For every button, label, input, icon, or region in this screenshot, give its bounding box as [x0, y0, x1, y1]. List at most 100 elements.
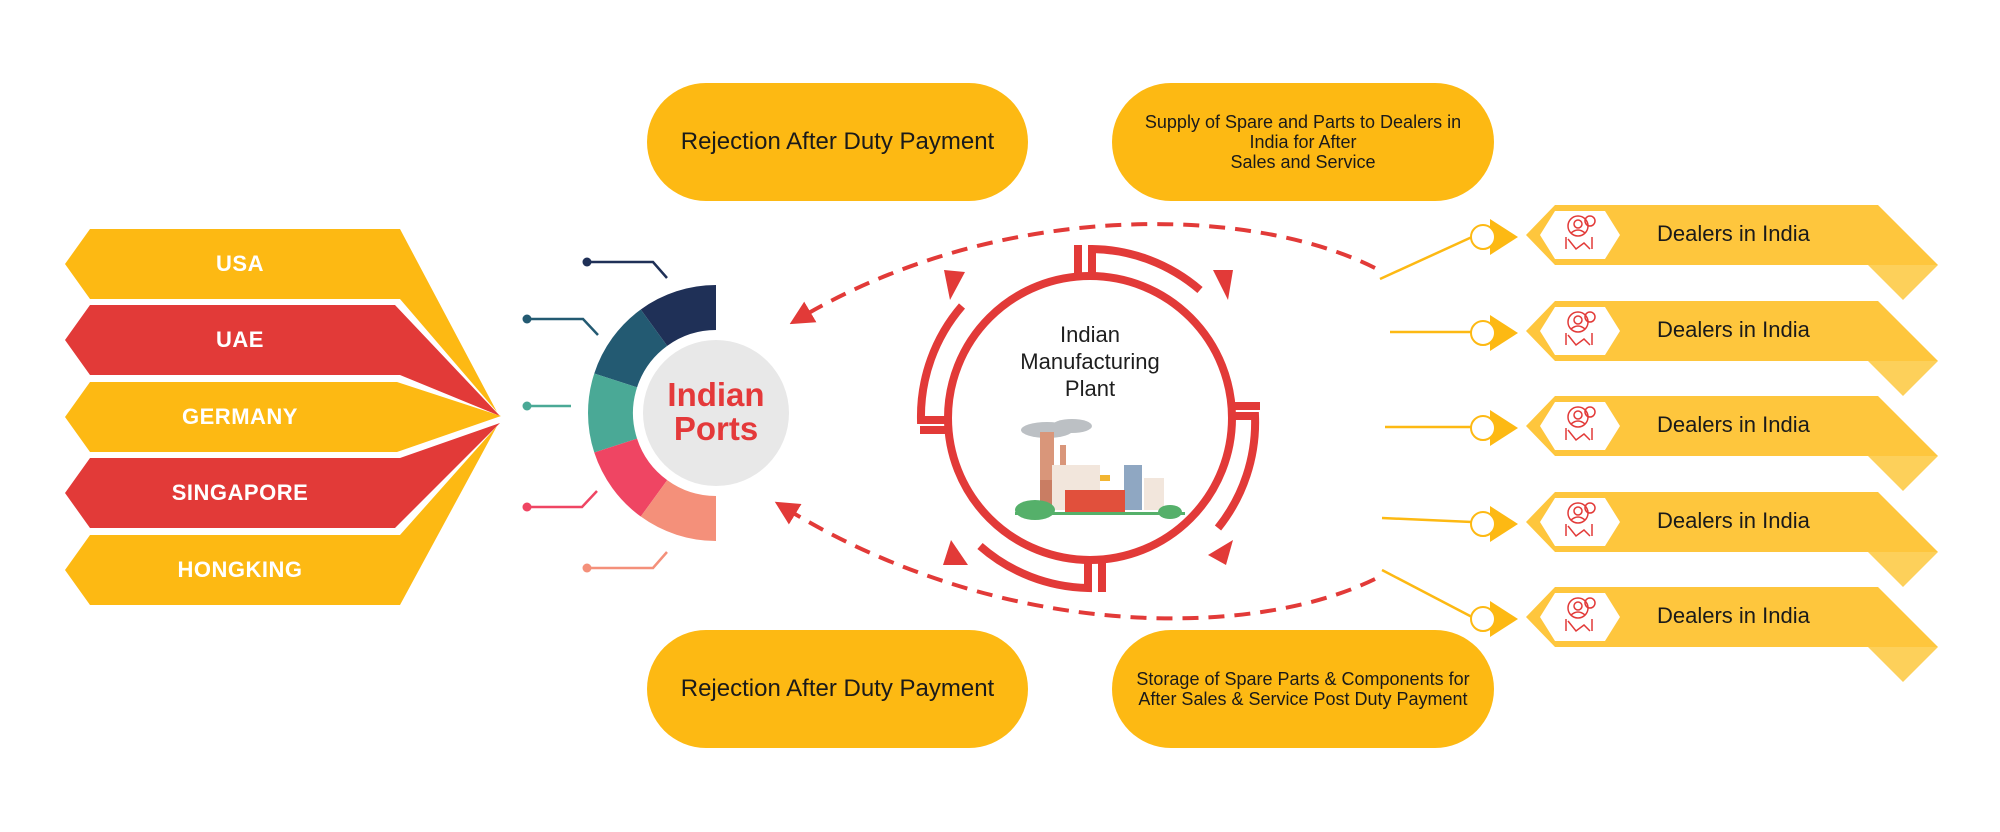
dealer-connector-arrow-icon: [1490, 601, 1518, 637]
cycle-arrowhead-bottom-left: [943, 540, 968, 565]
country-arrow-uae[interactable]: [65, 305, 500, 416]
dealer-banner-tail: [1868, 265, 1938, 300]
pill-storage-line2: After Sales & Service Post Duty Payment: [1138, 689, 1468, 709]
dealer-handshake-icon: [1565, 215, 1596, 251]
dealer-label: Dealers in India: [1657, 317, 1810, 342]
pill-rejection-bottom[interactable]: Rejection After Duty Payment: [647, 630, 1028, 748]
plant-title-line2: Manufacturing: [1020, 349, 1160, 374]
dealer-banner: [1526, 396, 1938, 456]
leader-dot-5: [582, 563, 592, 573]
dealer-banner: [1526, 587, 1938, 647]
leader-line-1: [587, 260, 668, 279]
leader-dot-4: [522, 502, 532, 512]
dealer-item[interactable]: [1470, 587, 1938, 682]
plant-title-line1: Indian: [1060, 322, 1120, 347]
cycle-arrowhead-top-left: [944, 270, 965, 300]
pill-supply-spares[interactable]: Supply of Spare and Parts to Dealers in …: [1112, 83, 1494, 201]
dealer-connector-node: [1470, 320, 1496, 346]
cycle-bracket-bottom-left: [977, 542, 1092, 593]
dealer-banner-tail: [1868, 361, 1938, 396]
dealer-connector-node: [1470, 606, 1496, 632]
dealer-icon-badge: [1540, 593, 1620, 641]
dealer-icon-badge: [1540, 402, 1620, 450]
dealer-banner: [1526, 205, 1938, 265]
dealer-icon-badge: [1540, 307, 1620, 355]
dealer-connector-4: [1381, 516, 1473, 524]
dealer-handshake-icon: [1565, 406, 1596, 442]
cycle-arrowhead-bottom-right: [1208, 540, 1233, 565]
dealer-connector-1: [1379, 235, 1473, 281]
leader-line-4: [527, 490, 598, 509]
dealer-item[interactable]: [1470, 301, 1938, 396]
country-arrow-usa[interactable]: [65, 229, 497, 412]
pill-storage-spares[interactable]: Storage of Spare Parts & Components for …: [1112, 630, 1494, 748]
country-arrow-germany[interactable]: [65, 382, 501, 452]
country-label-germany: GERMANY: [182, 404, 298, 429]
country-label-singapore: SINGAPORE: [171, 480, 309, 505]
pill-supply-line3: Sales and Service: [1230, 152, 1376, 172]
dealer-label: Dealers in India: [1657, 412, 1810, 437]
manufacturing-cycle: [916, 244, 1260, 593]
cycle-bracket-left: [916, 303, 966, 424]
country-label-hongking: HONGKING: [177, 557, 303, 582]
ports-ring-segment-4: [594, 438, 668, 517]
dealer-label: Dealers in India: [1657, 221, 1810, 246]
dealer-label: Dealers in India: [1657, 603, 1810, 628]
leader-dot-1: [582, 257, 592, 267]
dealer-list: [1470, 205, 1938, 682]
country-arrow-singapore[interactable]: [65, 423, 500, 528]
factory-illustration: [1015, 419, 1185, 520]
dealer-item[interactable]: [1470, 492, 1938, 587]
dealer-connector-node: [1470, 511, 1496, 537]
dealer-icon-badge: [1540, 211, 1620, 259]
dealer-banner: [1526, 301, 1938, 361]
dealer-banner: [1526, 492, 1938, 552]
dealer-item[interactable]: [1470, 396, 1938, 491]
plant-title: Indian Manufacturing Plant: [990, 321, 1190, 402]
cycle-arc-top-left: [944, 272, 1091, 419]
dashed-arrow-bottom: [774, 501, 1376, 621]
dealer-connector-arrow-icon: [1490, 506, 1518, 542]
cycle-arc-top-right: [1089, 272, 1236, 419]
dealer-label: Dealers in India: [1657, 508, 1810, 533]
ports-ring-segment-1: [640, 285, 716, 346]
dealer-connector-arrow-icon: [1490, 219, 1518, 255]
leader-line-5: [587, 551, 668, 570]
ports-title-line2: Ports: [673, 410, 759, 447]
dealer-icon-badge: [1540, 498, 1620, 546]
dealer-banner-tail: [1868, 456, 1938, 491]
cycle-arrowhead-top-right: [1213, 270, 1233, 300]
country-arrow-hongking[interactable]: [65, 426, 497, 605]
pill-rejection-top[interactable]: Rejection After Duty Payment: [647, 83, 1028, 201]
ports-ring-segment-5: [640, 480, 716, 541]
cycle-arc-bottom-left: [944, 417, 1091, 564]
pill-supply-line1: Supply of Spare and Parts to Dealers in: [1144, 112, 1462, 132]
dealer-connector-5: [1381, 568, 1473, 619]
country-label-uae: UAE: [216, 327, 264, 352]
cycle-bracket-top-right: [1088, 244, 1203, 294]
dealer-handshake-icon: [1565, 311, 1596, 347]
dealer-connector-arrow-icon: [1490, 315, 1518, 351]
cycle-arc-bottom-right: [1089, 417, 1236, 564]
dashed-arrow-top: [789, 222, 1376, 325]
dealer-connector-node: [1470, 224, 1496, 250]
ports-ring: [588, 285, 716, 541]
dealer-handshake-icon: [1565, 597, 1596, 633]
cycle-bracket-right: [1214, 412, 1260, 531]
ports-title-line1: Indian: [667, 376, 765, 413]
ports-ring-segment-2: [594, 309, 668, 388]
ports-leader-lines: [522, 257, 668, 573]
dealer-banner-tail: [1868, 552, 1938, 587]
dealer-item[interactable]: [1470, 205, 1938, 300]
country-list: [65, 229, 501, 605]
ports-title: Indian Ports: [641, 378, 791, 446]
leader-dot-3: [522, 401, 532, 411]
pill-rejection-bottom-text: Rejection After Duty Payment: [680, 675, 995, 702]
ports-circle[interactable]: [643, 340, 789, 486]
plant-title-line3: Plant: [1064, 376, 1116, 401]
ports-ring-segment-3: [588, 373, 638, 453]
country-label-usa: USA: [216, 251, 264, 276]
pill-rejection-top-text: Rejection After Duty Payment: [680, 128, 995, 155]
leader-dot-2: [522, 314, 532, 324]
